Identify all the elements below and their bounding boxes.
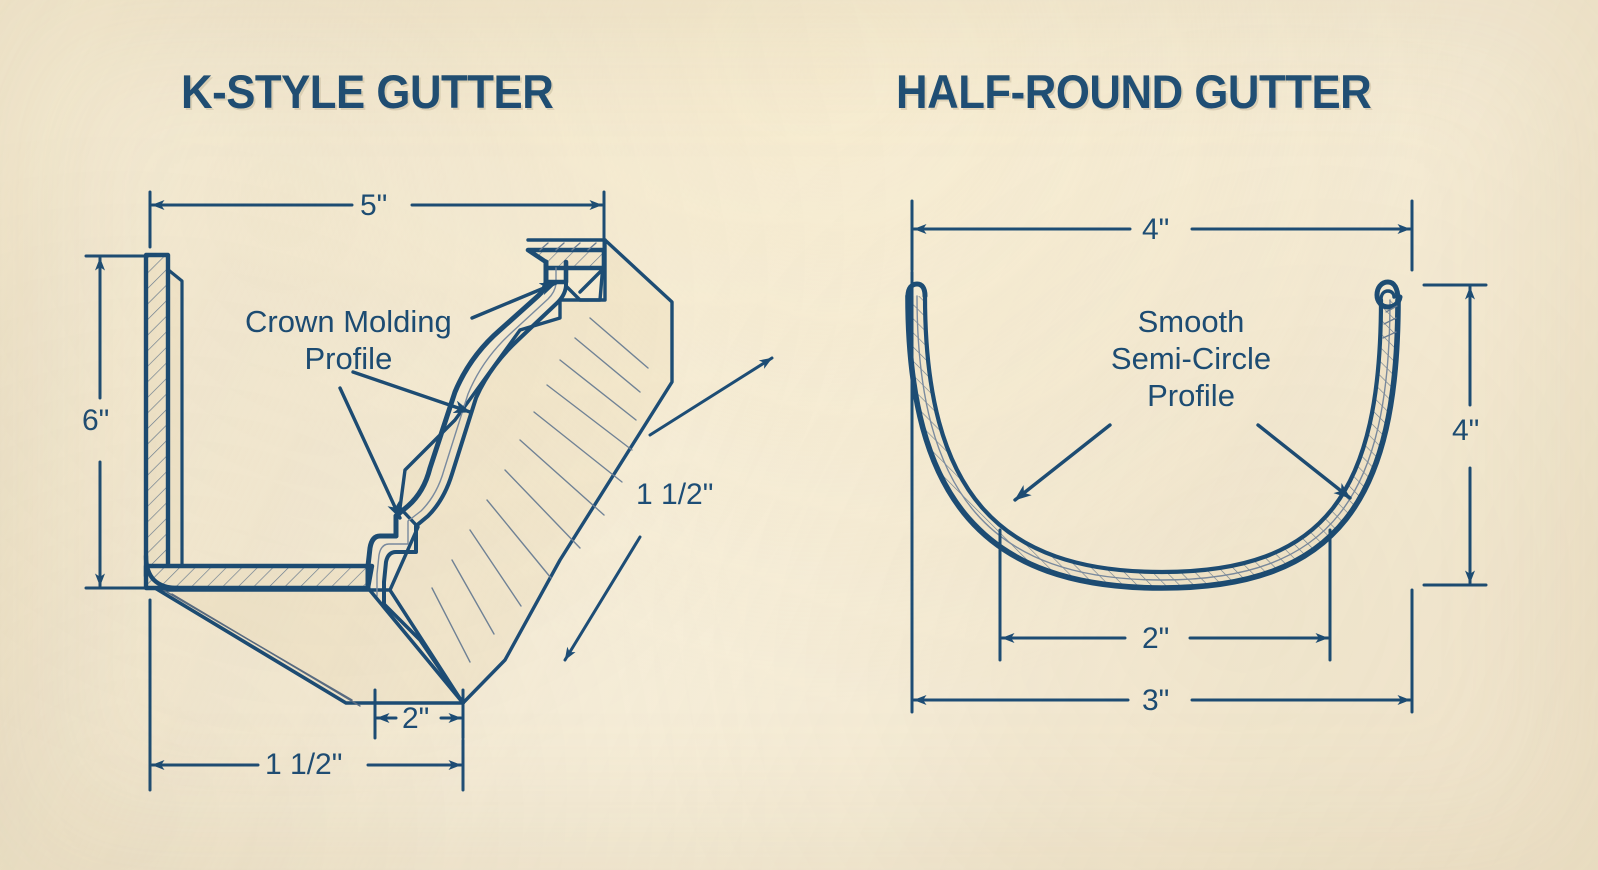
- leader-to-top-flange: [470, 281, 558, 320]
- dim-label-k-back-height: 6": [82, 404, 110, 437]
- dim-label-k-bottom-width: 1 1/2": [265, 748, 343, 781]
- floor-section: [143, 563, 375, 591]
- callout-crown-line-2: Profile: [304, 341, 393, 376]
- dim-label-hr-side-height: 4": [1452, 414, 1480, 447]
- dim-label-k-bottom-lip: 2": [402, 702, 430, 735]
- leader-to-lower-step: [338, 386, 402, 520]
- dim-label-hr-outer-bottom: 3": [1142, 684, 1170, 717]
- dim-arrow-diag-down: [563, 535, 642, 662]
- half-round-callout-arrows: [1013, 423, 1352, 502]
- half-round-dimensions: [910, 199, 1488, 714]
- callout-smooth-line-1: Smooth: [1137, 304, 1245, 339]
- callout-smooth-line-3: Profile: [1147, 378, 1235, 413]
- leader-to-left-wall: [1013, 423, 1112, 502]
- leader-to-right-wall: [1256, 423, 1352, 500]
- dim-label-k-front-face: 1 1/2": [636, 478, 714, 511]
- callout-crown-molding: Crown Molding Profile: [245, 303, 452, 377]
- dim-label-hr-inner-bottom: 2": [1142, 622, 1170, 655]
- callout-crown-line-1: Crown Molding: [245, 304, 452, 339]
- dim-label-k-top-width: 5": [360, 189, 388, 222]
- callout-smooth-semi-circle: Smooth Semi-Circle Profile: [1073, 303, 1309, 414]
- dim-label-hr-top-width: 4": [1142, 213, 1170, 246]
- callout-smooth-line-2: Semi-Circle: [1110, 341, 1272, 376]
- back-wall-section: [143, 252, 171, 579]
